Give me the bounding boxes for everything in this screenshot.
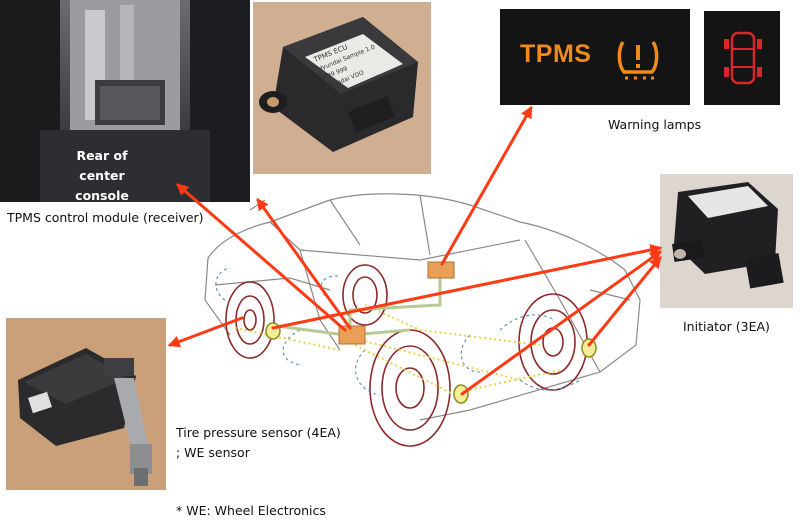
arrows (167, 105, 663, 396)
yellow-wiring (234, 304, 561, 396)
tire-front-left (369, 329, 451, 447)
tire-rear-right (342, 264, 388, 326)
tires (225, 264, 588, 447)
initiator-photo-drawing (660, 174, 793, 308)
tire-pressure-sensor-photo (6, 318, 166, 490)
console-photo-label: Rear of center console (75, 148, 129, 203)
arrow-to-tire-sensor (167, 316, 244, 348)
signal-dashes (215, 267, 581, 396)
arrow-initiator-1 (271, 244, 663, 330)
car-warning-lamp-panel (704, 11, 780, 105)
console-photo-drawing (0, 0, 250, 202)
arrow-initiator-2 (460, 250, 662, 396)
arrow-to-module-photo (256, 198, 352, 330)
module-photo-drawing: TPMS ECU Hyundai Sample 1.0 9 99 999 Hyu… (253, 2, 431, 174)
tire-sensor-caption-line2: ; WE sensor (176, 445, 250, 460)
tpms-warning-lamp-panel (500, 9, 690, 105)
tpms-lamp-text: TPMS (520, 40, 592, 68)
car-top-view-icon (704, 11, 780, 105)
warning-lamps-caption: Warning lamps (608, 117, 702, 132)
initiator-photo (660, 174, 793, 308)
arrow-to-warning-lamps (440, 105, 533, 266)
warning-lamp-module-box (427, 261, 455, 279)
arrow-initiator-3 (587, 256, 662, 347)
tire-rear-left (518, 293, 588, 391)
arrow-to-console (176, 183, 347, 332)
tire-sensor-caption-line1: Tire pressure sensor (4EA) (176, 425, 341, 440)
center-console-photo (0, 0, 250, 202)
control-module-caption: TPMS control module (receiver) (7, 210, 204, 225)
control-module-photo: TPMS ECU Hyundai Sample 1.0 9 99 999 Hyu… (253, 2, 431, 174)
tire-pressure-warning-icon (500, 9, 690, 105)
initiator-caption: Initiator (3EA) (683, 319, 770, 334)
footnote: * WE: Wheel Electronics (176, 503, 326, 518)
sensor-photo-drawing (6, 318, 166, 490)
